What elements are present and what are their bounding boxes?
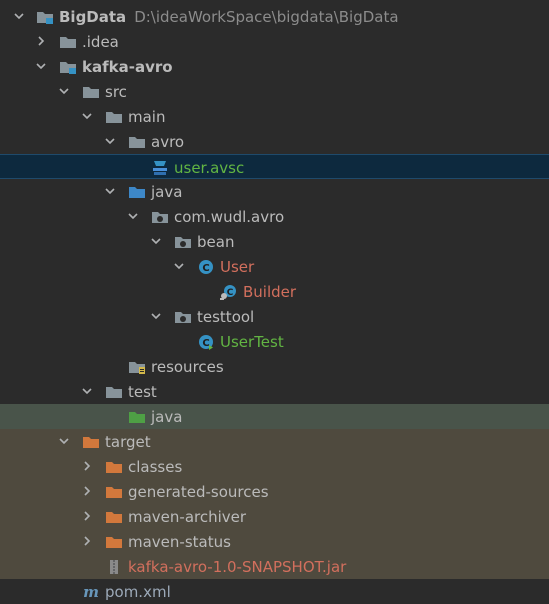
chevron-right-icon[interactable] (36, 36, 46, 46)
project-path: D:\ideaWorkSpace\bigdata\BigData (134, 7, 399, 26)
excluded-folder-icon (105, 509, 123, 525)
folder-label: .idea (82, 32, 119, 51)
folder-label: java (151, 182, 183, 201)
package-label: bean (197, 232, 235, 251)
folder-label: maven-archiver (128, 507, 247, 526)
maven-icon (82, 584, 100, 600)
tree-row-usertest[interactable]: UserTest (0, 329, 549, 354)
tree-row-jar[interactable]: kafka-avro-1.0-SNAPSHOT.jar (0, 554, 549, 579)
folder-label: main (128, 107, 166, 126)
chevron-right-icon[interactable] (82, 536, 92, 546)
project-name: BigData (59, 7, 127, 26)
chevron-down-icon[interactable] (36, 61, 46, 71)
tree-row-user[interactable]: User (0, 254, 549, 279)
chevron-right-icon[interactable] (82, 461, 92, 471)
tree-row-src[interactable]: src (0, 79, 549, 104)
inner-class-icon (220, 284, 238, 300)
resources-folder-icon (128, 359, 146, 375)
class-icon (197, 259, 215, 275)
folder-icon (59, 34, 77, 50)
excluded-folder-icon (105, 459, 123, 475)
tree-row-classes[interactable]: classes (0, 454, 549, 479)
chevron-down-icon[interactable] (105, 136, 115, 146)
chevron-right-icon[interactable] (82, 486, 92, 496)
folder-icon (105, 384, 123, 400)
folder-label: classes (128, 457, 183, 476)
class-label: Builder (243, 282, 297, 301)
folder-label: test (128, 382, 157, 401)
folder-icon (105, 109, 123, 125)
chevron-down-icon[interactable] (151, 236, 161, 246)
module-folder-icon (36, 9, 54, 25)
folder-label: generated-sources (128, 482, 269, 501)
source-folder-icon (128, 184, 146, 200)
package-icon (174, 309, 192, 325)
avsc-file-icon (151, 160, 169, 176)
tree-row-resources[interactable]: resources (0, 354, 549, 379)
jar-file-icon (105, 559, 123, 575)
tree-row-pom[interactable]: pom.xml (0, 579, 549, 604)
chevron-down-icon[interactable] (82, 111, 92, 121)
chevron-down-icon[interactable] (59, 436, 69, 446)
tree-row-testtool[interactable]: testtool (0, 304, 549, 329)
chevron-down-icon[interactable] (105, 186, 115, 196)
module-folder-icon (59, 59, 77, 75)
excluded-folder-icon (105, 534, 123, 550)
package-label: testtool (197, 307, 255, 326)
tree-row-maven-archiver[interactable]: maven-archiver (0, 504, 549, 529)
file-label: user.avsc (174, 158, 245, 177)
tree-row-main[interactable]: main (0, 104, 549, 129)
folder-icon (82, 84, 100, 100)
tree-row-builder[interactable]: Builder (0, 279, 549, 304)
test-source-folder-icon (128, 409, 146, 425)
package-icon (174, 234, 192, 250)
package-icon (151, 209, 169, 225)
tree-row-test-java[interactable]: java (0, 404, 549, 429)
excluded-folder-icon (82, 434, 100, 450)
excluded-folder-icon (105, 484, 123, 500)
tree-row-idea[interactable]: .idea (0, 29, 549, 54)
chevron-down-icon[interactable] (174, 261, 184, 271)
tree-row-kafka-avro[interactable]: kafka-avro (0, 54, 549, 79)
folder-label: avro (151, 132, 185, 151)
folder-label: resources (151, 357, 224, 376)
chevron-down-icon[interactable] (128, 211, 138, 221)
tree-row-target[interactable]: target (0, 429, 549, 454)
tree-row-bigdata[interactable]: BigData D:\ideaWorkSpace\bigdata\BigData (0, 4, 549, 29)
tree-row-avro[interactable]: avro (0, 129, 549, 154)
file-label: kafka-avro-1.0-SNAPSHOT.jar (128, 557, 347, 576)
tree-row-maven-status[interactable]: maven-status (0, 529, 549, 554)
folder-label: src (105, 82, 127, 101)
test-class-icon (197, 334, 215, 350)
tree-row-user-avsc[interactable]: user.avsc (0, 154, 549, 179)
chevron-down-icon[interactable] (14, 11, 24, 21)
package-label: com.wudl.avro (174, 207, 285, 226)
tree-row-generated-sources[interactable]: generated-sources (0, 479, 549, 504)
chevron-down-icon[interactable] (151, 311, 161, 321)
chevron-right-icon[interactable] (82, 511, 92, 521)
file-label: pom.xml (105, 582, 171, 601)
class-label: User (220, 257, 255, 276)
chevron-down-icon[interactable] (59, 86, 69, 96)
folder-label: target (105, 432, 151, 451)
chevron-down-icon[interactable] (82, 386, 92, 396)
tree-row-bean[interactable]: bean (0, 229, 549, 254)
tree-row-java[interactable]: java (0, 179, 549, 204)
tree-row-package[interactable]: com.wudl.avro (0, 204, 549, 229)
tree-row-test[interactable]: test (0, 379, 549, 404)
module-label: kafka-avro (82, 57, 173, 76)
folder-icon (128, 134, 146, 150)
folder-label: java (151, 407, 183, 426)
folder-label: maven-status (128, 532, 231, 551)
class-label: UserTest (220, 332, 284, 351)
